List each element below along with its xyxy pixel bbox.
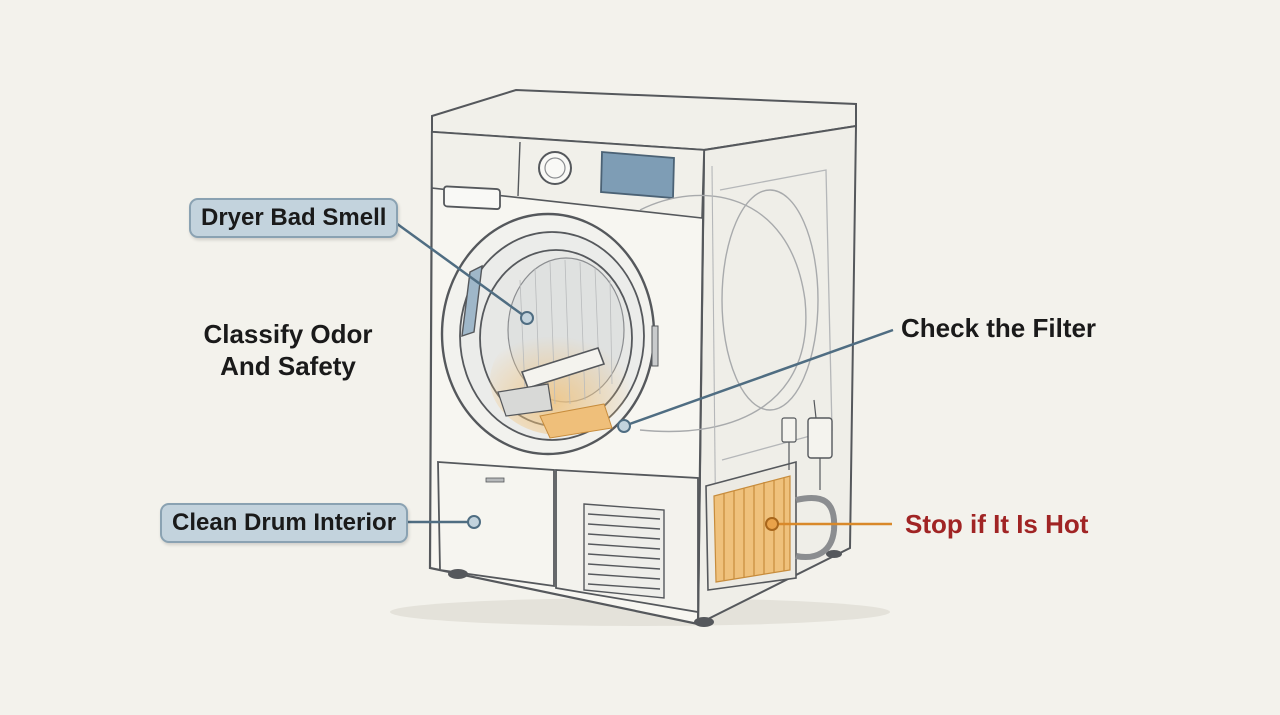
kick-panel-left	[437, 461, 555, 588]
vent-grille	[583, 503, 665, 599]
drawer-handle	[443, 185, 501, 210]
door-handle	[461, 264, 483, 338]
stop-if-hot-label: Stop if It Is Hot	[905, 509, 1089, 539]
heater-coils	[713, 475, 791, 583]
foot-right	[694, 617, 714, 627]
clean-drum-interior-label: Clean Drum Interior	[160, 503, 409, 543]
dial-knob-inner	[544, 157, 566, 179]
control-divider	[517, 141, 521, 197]
dial-knob	[538, 151, 572, 185]
lint-screen	[497, 383, 553, 417]
callout-dot-hot	[765, 517, 779, 531]
drum-paddle	[520, 347, 606, 389]
internal-drum-ghost	[721, 189, 819, 411]
lint-screen-orange	[539, 403, 613, 439]
foot-left	[448, 569, 468, 579]
kick-panel-handle	[485, 477, 505, 483]
dryer-bad-smell-label: Dryer Bad Smell	[189, 198, 399, 238]
internal-drum-outline	[639, 194, 807, 433]
leader-line-smell	[388, 216, 528, 320]
foot-back	[826, 550, 842, 558]
door-hinge	[651, 325, 659, 367]
callout-dot-clean	[467, 515, 481, 529]
electrical-box	[807, 417, 833, 459]
callout-dot-filter	[617, 419, 631, 433]
leader-line-filter	[623, 328, 894, 428]
callout-dot-smell	[520, 311, 534, 325]
electrical-wire	[788, 399, 821, 490]
electrical-plug	[781, 417, 797, 443]
check-filter-label: Check the Filter	[901, 313, 1097, 343]
exhaust-duct	[795, 494, 838, 560]
display-screen	[600, 151, 675, 199]
classify-line-1: Classify Odor	[203, 319, 373, 349]
classify-odor-label: Classify Odor And Safety	[190, 318, 386, 382]
classify-line-2: And Safety	[220, 351, 356, 381]
internal-frame	[719, 169, 833, 461]
